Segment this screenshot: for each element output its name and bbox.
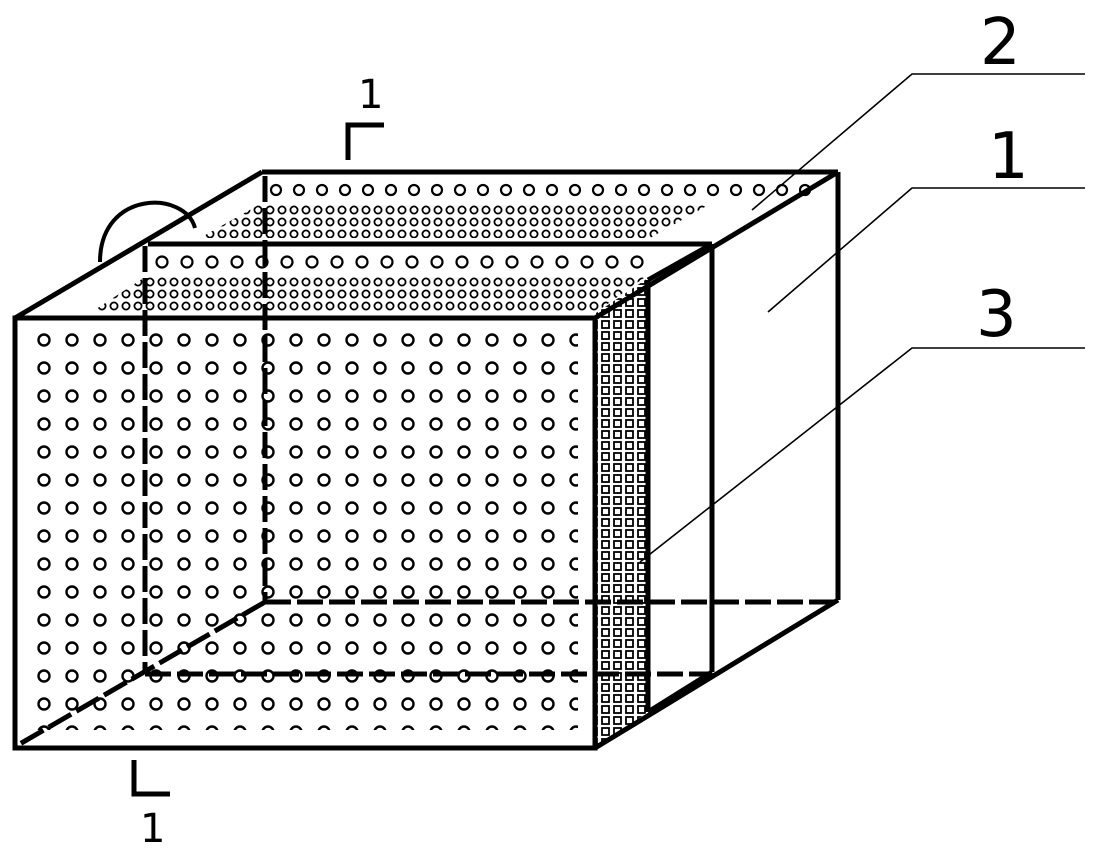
part-label-3: 3 <box>976 278 1017 352</box>
leader-line-2 <box>751 73 1085 211</box>
top-mesh-front <box>90 275 648 313</box>
section-marker-top-bracket <box>345 122 384 160</box>
back-perforated-strip <box>262 176 822 204</box>
section-marker-bottom-bracket <box>131 760 170 797</box>
edge-top-right <box>593 169 840 321</box>
part-label-1: 1 <box>988 120 1029 194</box>
leader-line-3 <box>639 347 1085 563</box>
leader-line-1 <box>767 187 1085 313</box>
side-mesh-strip <box>596 278 648 748</box>
front-perforated-panel <box>28 330 578 730</box>
hidden-bottom-diag <box>16 599 267 748</box>
part-label-2: 2 <box>980 6 1021 80</box>
top-mesh-back <box>200 203 712 238</box>
edge-bottom-right <box>593 597 840 751</box>
partition-diag <box>646 241 714 283</box>
front-frame <box>12 315 598 751</box>
section-marker-top-label: 1 <box>358 72 383 118</box>
middle-perforated-strip <box>148 248 648 276</box>
edge-top-left <box>13 169 264 321</box>
partition-bottom <box>646 669 714 715</box>
section-marker-bottom-label: 1 <box>140 806 165 852</box>
